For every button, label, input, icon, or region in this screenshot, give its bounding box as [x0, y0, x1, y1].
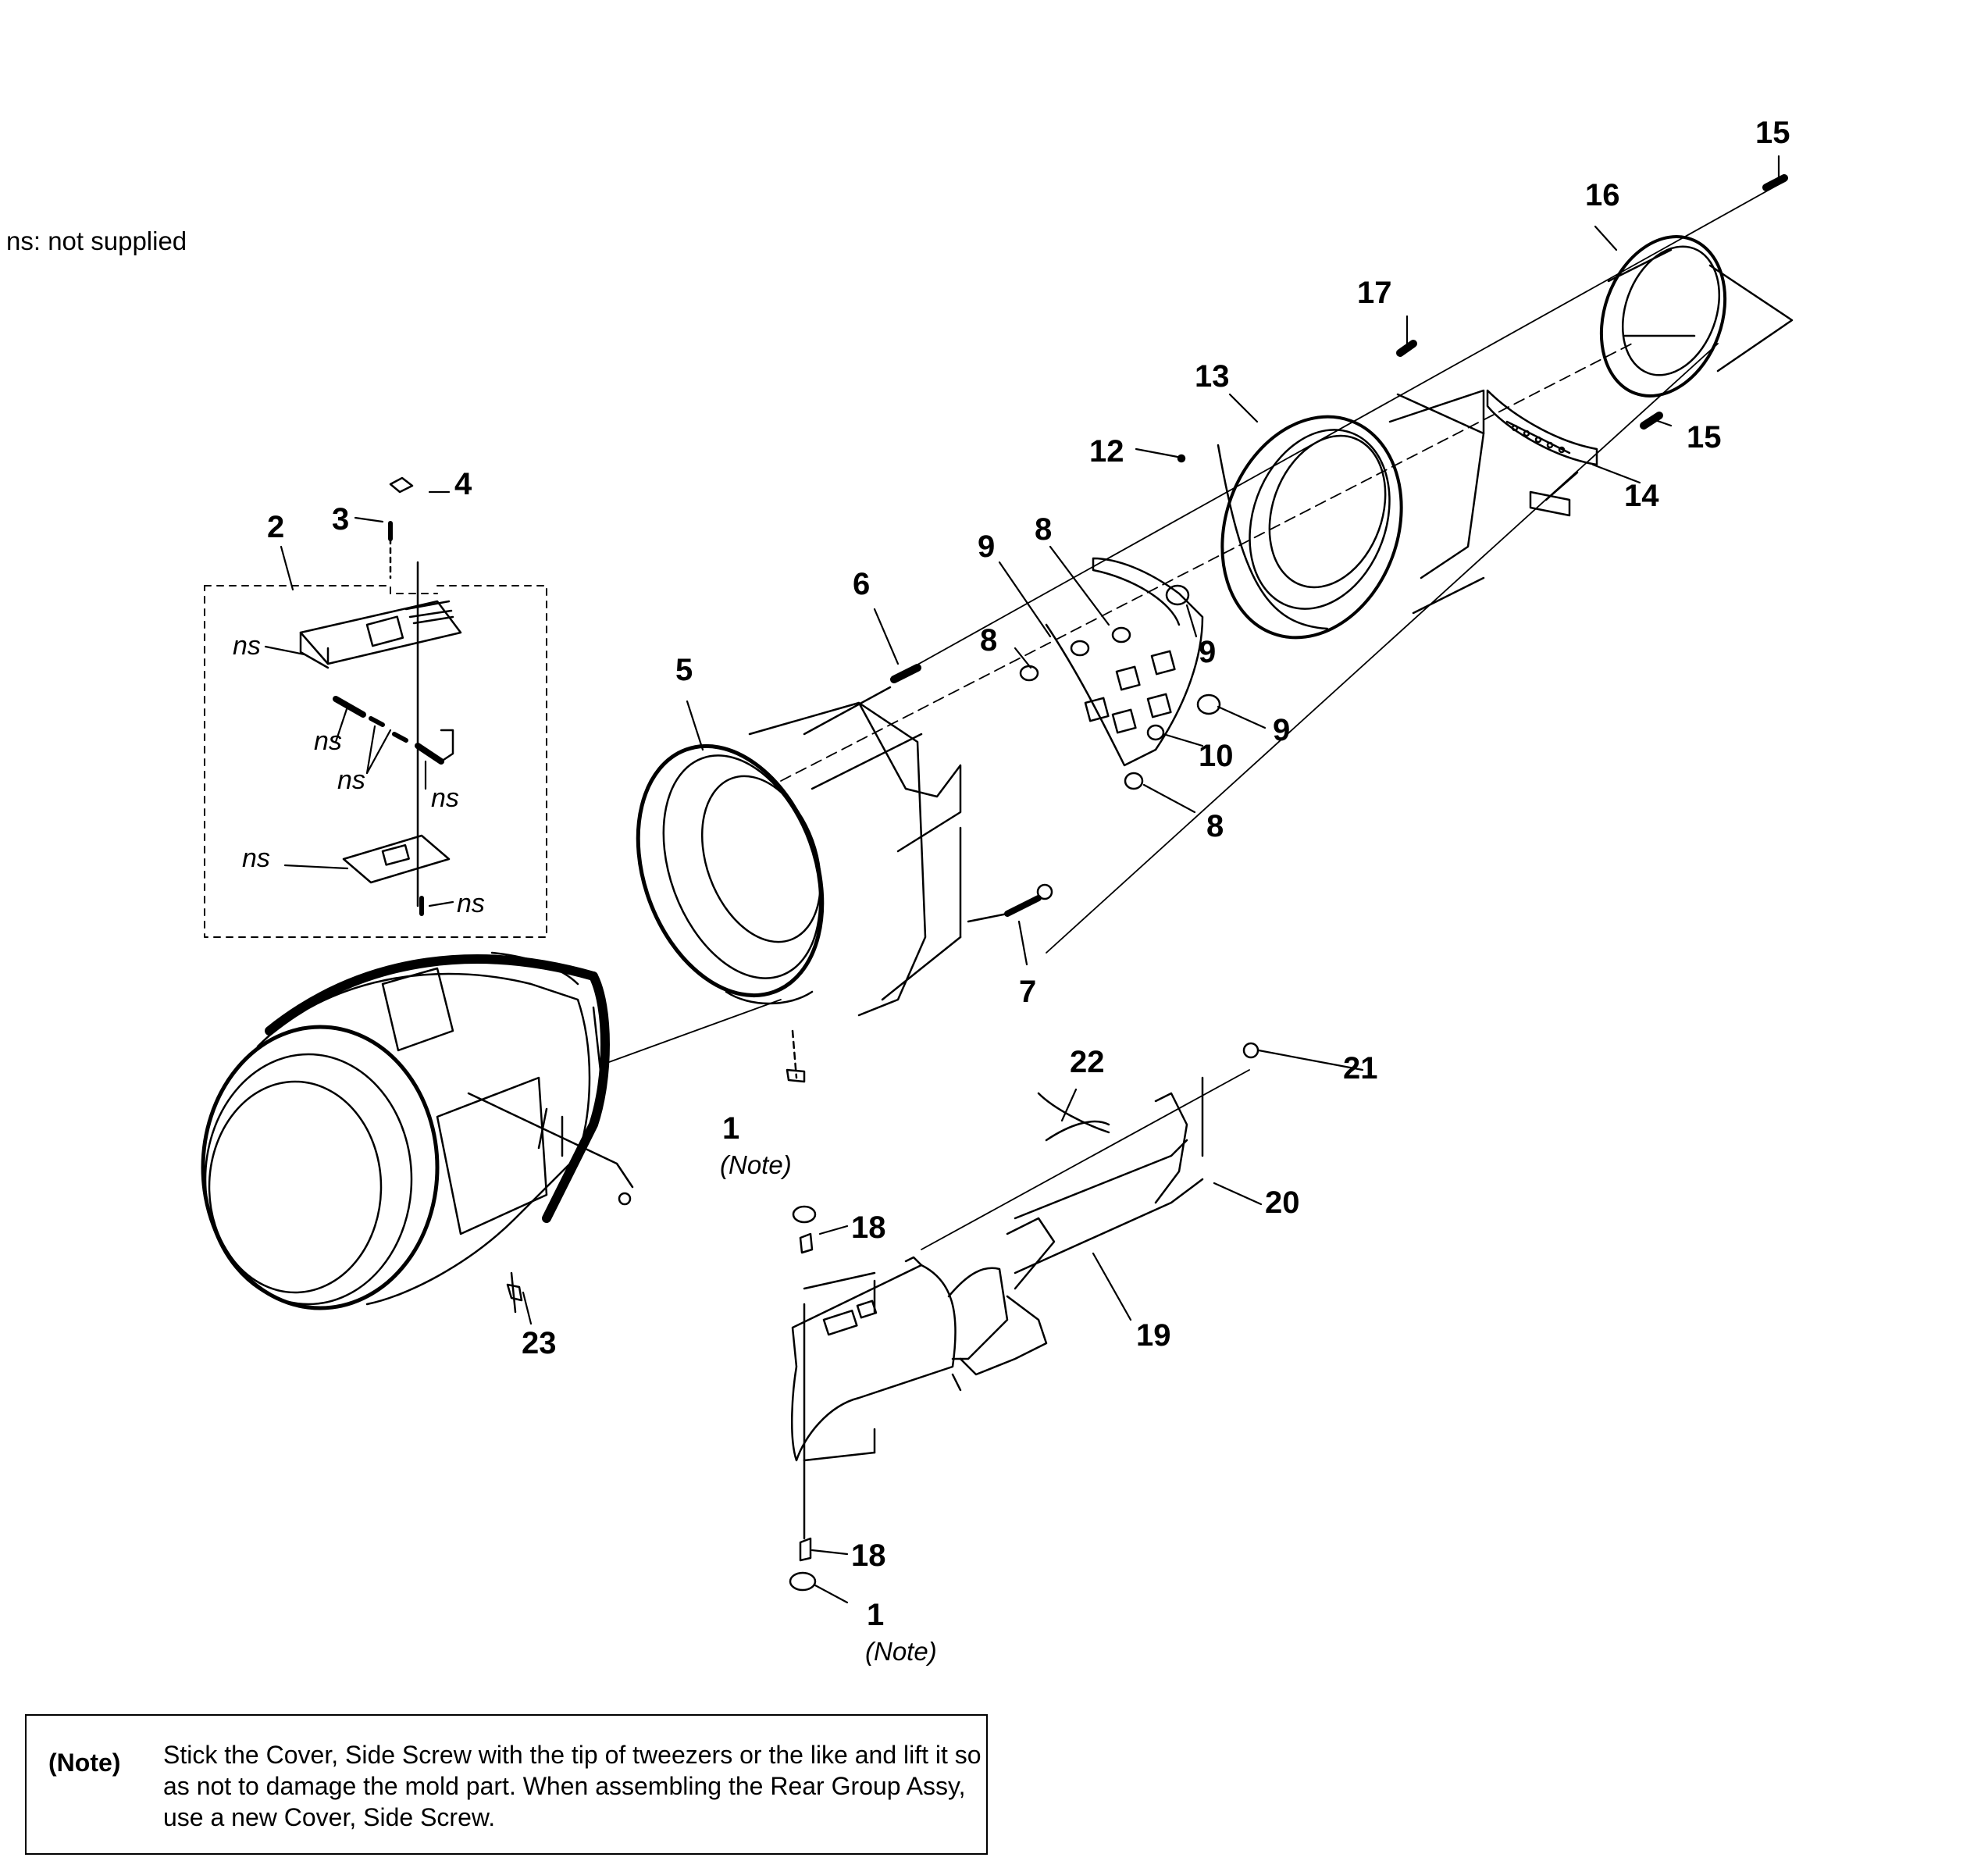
callout-12: 12 [1089, 434, 1124, 469]
callout-10: 10 [1199, 739, 1234, 773]
ns-label-pin-right: ns [431, 783, 459, 813]
leader-lines [264, 155, 1780, 1604]
ns-label-screw: ns [457, 889, 485, 918]
legend-text: ns: not supplied [6, 226, 187, 255]
part-2-subassembly [204, 476, 547, 938]
assembly-axis-lines [608, 183, 1781, 1250]
callout-18-top: 18 [851, 1210, 886, 1245]
callout-17: 17 [1357, 276, 1392, 310]
callout-9-left: 9 [978, 529, 996, 564]
callout-8-bottom: 8 [1206, 809, 1224, 843]
front-barrel [636, 686, 962, 1083]
callout-23: 23 [522, 1326, 557, 1360]
front-lens-group [201, 951, 634, 1314]
ns-label-plate: ns [242, 843, 270, 873]
callout-3: 3 [332, 502, 350, 537]
mount-ring [1217, 389, 1485, 640]
rear-group [789, 1042, 1259, 1592]
callout-1-top: 1 [722, 1111, 740, 1146]
callout-9-mid: 9 [1199, 635, 1217, 669]
callout-8-left: 8 [980, 623, 998, 658]
screws-6-7 [890, 664, 1053, 923]
callout-19: 19 [1136, 1318, 1171, 1353]
callout-1-bottom: 1 [867, 1598, 885, 1632]
small-screws [1177, 174, 1788, 463]
callout-15-top: 15 [1755, 116, 1790, 150]
callout-13: 13 [1195, 359, 1230, 394]
rear-mount-ring [1599, 235, 1794, 398]
note-text: Stick the Cover, Side Screw with the tip… [163, 1741, 982, 1831]
callout-1-top-note: (Note) [720, 1150, 792, 1179]
note-heading: (Note) [48, 1749, 121, 1777]
note-box: (Note) Stick the Cover, Side Screw with … [25, 1714, 988, 1855]
callout-14: 14 [1624, 479, 1659, 513]
callout-16: 16 [1585, 178, 1620, 212]
callout-6: 6 [853, 567, 871, 601]
callout-18-bottom: 18 [851, 1538, 886, 1573]
callout-2: 2 [267, 510, 285, 544]
callout-20: 20 [1265, 1185, 1300, 1220]
callout-5: 5 [675, 653, 693, 687]
callout-21: 21 [1343, 1051, 1378, 1086]
callout-15-right: 15 [1687, 420, 1722, 455]
ns-label-pin-left: ns [314, 726, 342, 756]
contact-plate [1019, 557, 1221, 790]
callout-8-top: 8 [1035, 512, 1053, 547]
callout-7: 7 [1019, 975, 1037, 1009]
callout-9-right: 9 [1273, 713, 1291, 747]
ns-label-cover: ns [233, 631, 261, 661]
callout-1-bottom-note: (Note) [865, 1637, 937, 1666]
callout-4: 4 [454, 467, 472, 501]
ns-label-pin-mid: ns [337, 765, 365, 795]
contact-block [1486, 389, 1598, 517]
callout-22: 22 [1070, 1045, 1105, 1079]
